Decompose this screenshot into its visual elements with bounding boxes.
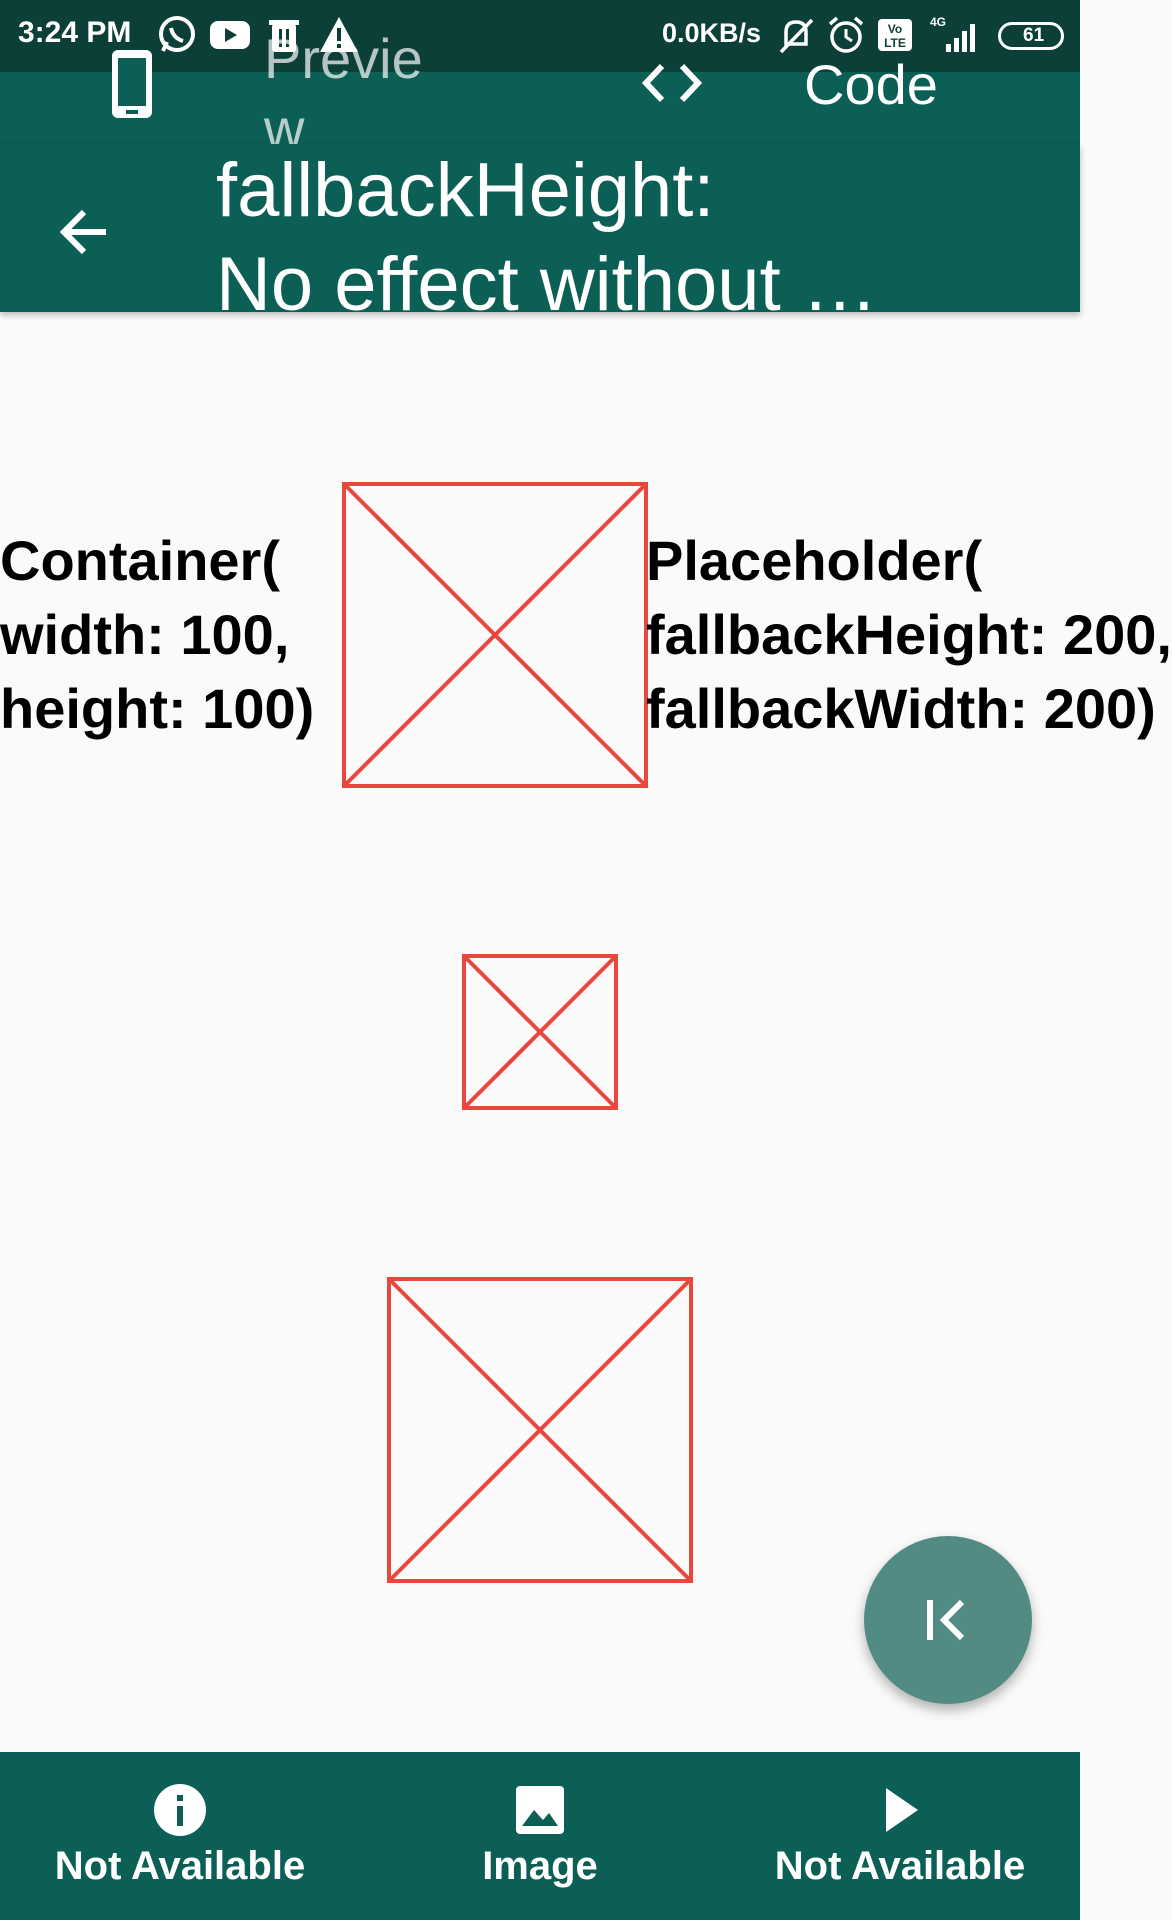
tab-preview-label: Previe w: [264, 27, 423, 160]
svg-text:4G: 4G: [930, 15, 946, 29]
tab-code[interactable]: Code: [540, 53, 1080, 144]
nav-item-info[interactable]: Not Available: [0, 1752, 360, 1920]
alarm-icon: [828, 16, 864, 53]
tab-bar: Previe w Code: [0, 27, 1080, 160]
placeholder-box-large: [387, 1277, 693, 1583]
first-page-icon: [927, 1599, 965, 1641]
code-icon: [641, 63, 703, 103]
placeholder-box-small: [462, 954, 618, 1110]
play-icon: [886, 1788, 918, 1832]
first-page-button[interactable]: [864, 1536, 1032, 1704]
svg-text:Vo: Vo: [888, 22, 902, 36]
battery-level: 61: [1023, 25, 1045, 46]
whatsapp-icon: [159, 16, 195, 52]
signal-icon: 4G: [930, 15, 975, 52]
nav-item-image[interactable]: Image: [360, 1752, 720, 1920]
nav-item-play[interactable]: Not Available: [720, 1752, 1080, 1920]
youtube-icon: [210, 21, 250, 49]
back-arrow-icon[interactable]: [56, 204, 112, 260]
svg-text:LTE: LTE: [884, 36, 906, 50]
nav-label-play: Not Available: [774, 1844, 1026, 1888]
nav-label-image: Image: [482, 1844, 598, 1888]
phone-icon: [112, 50, 152, 118]
notification-icon: [269, 20, 299, 52]
status-time: 3:24 PM: [18, 16, 132, 49]
mute-icon: [779, 18, 814, 54]
placeholder-box-top: [342, 482, 648, 788]
nav-label-info: Not Available: [54, 1844, 306, 1888]
code-label-placeholder: Placeholder( fallbackHeight: 200, fallba…: [646, 529, 1172, 740]
warning-icon: [320, 17, 358, 52]
volte-icon: Vo LTE: [878, 19, 912, 51]
bottom-nav: Not Available Image Not Available: [0, 1752, 1080, 1920]
app-bar: fallbackHeight: No effect without …: [0, 144, 1080, 327]
network-speed: 0.0KB/s: [662, 18, 762, 48]
page-title: fallbackHeight: No effect without …: [216, 148, 878, 327]
tab-code-label: Code: [804, 53, 938, 116]
tab-preview[interactable]: Previe w: [0, 27, 540, 160]
image-icon: [516, 1786, 564, 1834]
status-bar: 3:24 PM 0.0KB/s Vo LTE 4G: [0, 0, 1080, 72]
battery-icon: 61: [998, 22, 1064, 50]
code-label-container: Container( width: 100, height: 100): [0, 529, 315, 740]
info-icon: [154, 1784, 206, 1836]
